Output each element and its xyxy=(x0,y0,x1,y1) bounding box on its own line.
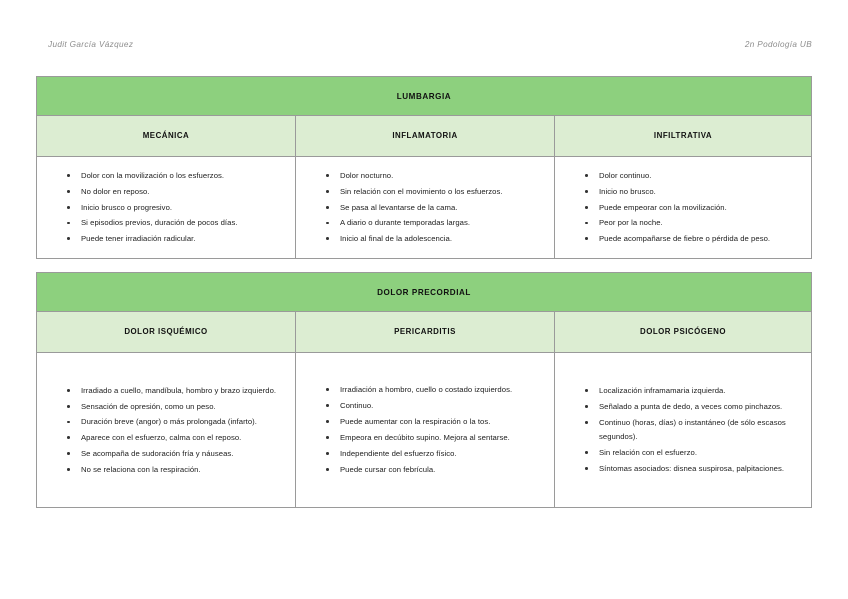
list-item: Se pasa al levantarse de la cama. xyxy=(296,201,546,215)
cell-inflamatoria: Dolor nocturno. Sin relación con el movi… xyxy=(296,157,555,258)
column-header-dolor-isquemico: DOLOR ISQUÉMICO xyxy=(37,312,296,352)
bullet-list: Dolor continuo. Inicio no brusco. Puede … xyxy=(555,169,803,246)
table-title: DOLOR PRECORDIAL xyxy=(37,273,811,312)
list-item: No dolor en reposo. xyxy=(37,185,287,199)
table-lumbargia: LUMBARGIA MECÁNICA INFLAMATORIA INFILTRA… xyxy=(36,76,812,259)
column-header-pericarditis: PERICARDITIS xyxy=(296,312,555,352)
bullet-list: Irradiado a cuello, mandíbula, hombro y … xyxy=(37,384,287,477)
column-header-mecanica: MECÁNICA xyxy=(37,116,296,156)
table-body: Dolor con la movilización o los esfuerzo… xyxy=(37,157,811,258)
list-item: Si episodios previos, duración de pocos … xyxy=(37,216,287,230)
list-item: Puede cursar con febrícula. xyxy=(296,463,546,477)
list-item: Aparece con el esfuerzo, calma con el re… xyxy=(37,431,287,445)
cell-dolor-psicogeno: Localización inframamaria izquierda. Señ… xyxy=(555,353,811,507)
header-author: Judit García Vázquez xyxy=(48,39,134,49)
list-item: Independiente del esfuerzo físico. xyxy=(296,447,546,461)
list-item: A diario o durante temporadas largas. xyxy=(296,216,546,230)
table-column-headers: DOLOR ISQUÉMICO PERICARDITIS DOLOR PSICÓ… xyxy=(37,312,811,353)
list-item: Puede aumentar con la respiración o la t… xyxy=(296,415,546,429)
list-item: Sin relación con el esfuerzo. xyxy=(555,446,803,460)
list-item: Peor por la noche. xyxy=(555,216,803,230)
list-item: Inicio al final de la adolescencia. xyxy=(296,232,546,246)
column-header-inflamatoria: INFLAMATORIA xyxy=(296,116,555,156)
list-item: Irradiado a cuello, mandíbula, hombro y … xyxy=(37,384,287,398)
header-course: 2n Podología UB xyxy=(744,39,812,49)
list-item: Puede tener irradiación radicular. xyxy=(37,232,287,246)
list-item: Empeora en decúbito supino. Mejora al se… xyxy=(296,431,546,445)
list-item: Localización inframamaria izquierda. xyxy=(555,384,803,398)
list-item: Dolor nocturno. xyxy=(296,169,546,183)
list-item: Irradiación a hombro, cuello o costado i… xyxy=(296,383,546,397)
list-item: Inicio brusco o progresivo. xyxy=(37,201,287,215)
list-item: Continuo. xyxy=(296,399,546,413)
list-item: Señalado a punta de dedo, a veces como p… xyxy=(555,400,803,414)
list-item: Se acompaña de sudoración fría y náuseas… xyxy=(37,447,287,461)
running-header: Judit García Vázquez 2n Podología UB xyxy=(48,36,812,52)
bullet-list: Dolor nocturno. Sin relación con el movi… xyxy=(296,169,546,246)
column-header-infiltrativa: INFILTRATIVA xyxy=(653,131,713,140)
cell-pericarditis: Irradiación a hombro, cuello o costado i… xyxy=(296,353,555,507)
list-item: Sin relación con el movimiento o los esf… xyxy=(296,185,546,199)
list-item: Síntomas asociados: disnea suspirosa, pa… xyxy=(555,462,803,476)
bullet-list: Dolor con la movilización o los esfuerzo… xyxy=(37,169,287,246)
list-item: Inicio no brusco. xyxy=(555,185,803,199)
cell-mecanica: Dolor con la movilización o los esfuerzo… xyxy=(37,157,296,258)
table-column-headers: MECÁNICA INFLAMATORIA INFILTRATIVA xyxy=(37,116,811,157)
table-body: Irradiado a cuello, mandíbula, hombro y … xyxy=(37,353,811,507)
list-item: Puede acompañarse de fiebre o pérdida de… xyxy=(555,232,803,246)
list-item: Duración breve (angor) o más prolongada … xyxy=(37,415,287,429)
list-item: Puede empeorar con la movilización. xyxy=(555,201,803,215)
list-item: Continuo (horas, días) o instantáneo (de… xyxy=(555,416,803,444)
table-dolor-precordial: DOLOR PRECORDIAL DOLOR ISQUÉMICO PERICAR… xyxy=(36,272,812,508)
column-header-dolor-psicogeno: DOLOR PSICÓGENO xyxy=(640,327,726,336)
cell-infiltrativa: Dolor continuo. Inicio no brusco. Puede … xyxy=(555,157,811,258)
list-item: Dolor con la movilización o los esfuerzo… xyxy=(37,169,287,183)
list-item: Dolor continuo. xyxy=(555,169,803,183)
table-title: LUMBARGIA xyxy=(37,77,811,116)
list-item: No se relaciona con la respiración. xyxy=(37,463,287,477)
bullet-list: Localización inframamaria izquierda. Señ… xyxy=(555,384,803,476)
list-item: Sensación de opresión, como un peso. xyxy=(37,400,287,414)
bullet-list: Irradiación a hombro, cuello o costado i… xyxy=(296,383,546,477)
cell-dolor-isquemico: Irradiado a cuello, mandíbula, hombro y … xyxy=(37,353,296,507)
